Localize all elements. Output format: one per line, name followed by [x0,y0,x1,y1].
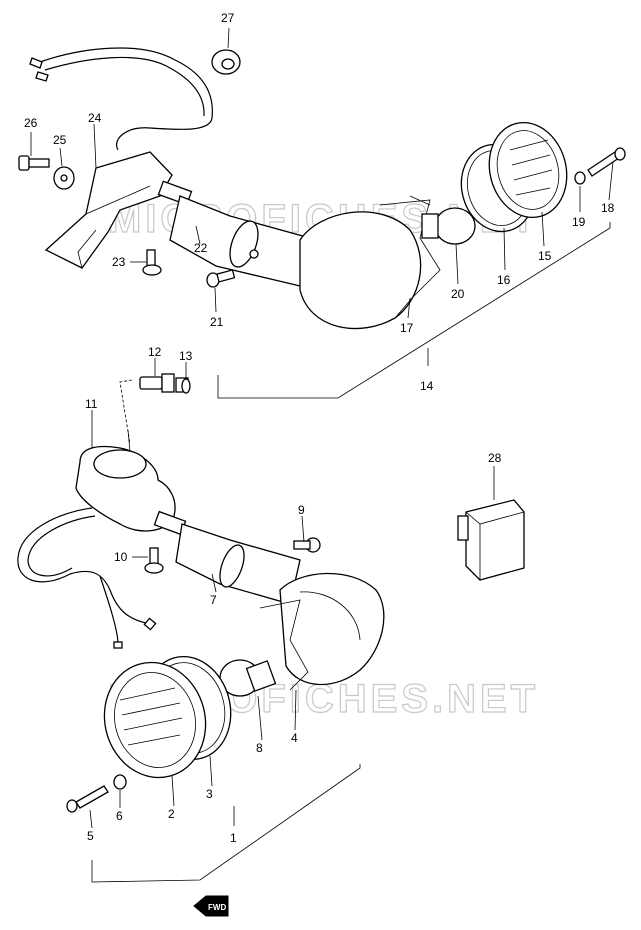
bracket-icon [44,151,173,269]
callout-3: 3 [206,787,213,801]
callout-16: 16 [497,273,511,287]
leader-lines-bottom [89,358,495,883]
callout-8: 8 [256,741,263,755]
callout-24: 24 [88,111,102,125]
callout-1: 1 [230,831,237,845]
callout-27: 27 [221,11,235,25]
nut-icon [175,377,191,394]
wire-terminal-icon [29,57,43,69]
rear-turn-signal-assembly [18,47,626,330]
wire-terminal-icon [35,71,49,82]
callout-12: 12 [148,345,162,359]
lens-icon [488,121,568,219]
washer-icon [574,171,586,185]
wire-harness [17,507,151,625]
callout-21: 21 [210,315,224,329]
screw-icon [144,547,164,574]
callout-22: 22 [194,241,208,255]
fwd-label: FWD [208,903,226,912]
wire-harness [39,47,213,151]
relay-icon [457,499,525,581]
callout-11: 11 [85,397,98,411]
callout-13: 13 [179,349,193,363]
callout-17: 17 [400,321,414,335]
callout-23: 23 [112,255,126,269]
bolt-icon [139,373,175,393]
callout-5: 5 [87,829,94,843]
lens-icon [103,661,207,779]
callout-20: 20 [451,287,465,301]
wire-terminal-icon [143,617,157,631]
callout-15: 15 [538,249,552,263]
callout-14: 14 [420,379,434,393]
callout-4: 4 [291,731,298,745]
callout-labels: 27 26 25 24 22 23 21 17 20 16 15 19 18 1… [24,11,615,845]
callout-6: 6 [116,809,123,823]
leader-lines-top [30,27,614,399]
callout-25: 25 [53,133,67,147]
callout-19: 19 [572,215,586,229]
washer-icon [113,774,127,790]
callout-2: 2 [168,807,175,821]
screw-icon [66,785,109,813]
wire-terminal-icon [113,641,123,649]
callout-10: 10 [114,550,128,564]
grommet-icon [211,49,241,75]
bolt-icon [18,155,50,171]
screw-icon [206,269,236,288]
screw-icon [293,537,321,553]
stem-icon [157,180,311,287]
bulb-icon [409,195,476,245]
callout-26: 26 [24,116,38,130]
callout-18: 18 [601,201,615,215]
callout-28: 28 [488,451,502,465]
callout-7: 7 [210,593,217,607]
stem-icon [153,510,301,605]
front-turn-signal-assembly [17,373,525,813]
callout-9: 9 [298,503,305,517]
screw-icon [587,147,626,177]
bracket-icon [75,429,176,532]
housing-icon [259,572,385,691]
screw-icon [142,249,162,276]
forward-arrow-icon: FWD [193,895,229,917]
mount-guide-line [119,379,133,445]
